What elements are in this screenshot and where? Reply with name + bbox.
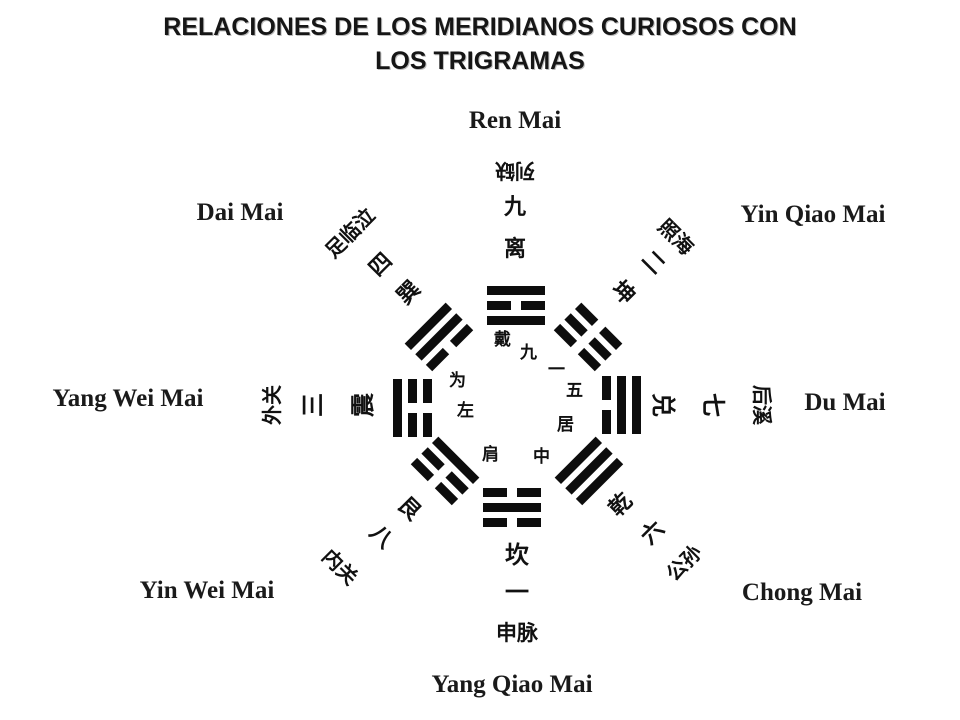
bottomright-mid-char: 六	[636, 516, 669, 549]
trigram-xun-topleft	[404, 302, 474, 372]
title-line-1: RELACIONES DE LOS MERIDIANOS CURIOSOS CO…	[163, 13, 797, 41]
title-line-2: LOS TRIGRAMAS	[375, 47, 585, 75]
ring-char: 戴	[494, 329, 511, 350]
right-outer-chars: 后溪	[750, 385, 774, 426]
meridian-labels: Ren Mai Dai Mai Yin Qiao Mai Yang Wei Ma…	[53, 107, 886, 698]
ring-char: 居	[557, 415, 574, 435]
label-chong-mai: Chong Mai	[742, 579, 862, 606]
left-outer-chars: 外关	[260, 385, 284, 425]
label-ren-mai: Ren Mai	[469, 107, 561, 134]
bottomleft-mid-char: 八	[364, 520, 398, 554]
trigrams	[393, 286, 641, 527]
spoke-characters: 离 九 列缺 坎 一 申脉 兑 七 后溪 震 三 外关 巽 四 足临泣 坤 二 …	[260, 159, 774, 645]
trigram-kun-topright	[553, 302, 623, 372]
right-inner-char: 兑	[649, 393, 677, 417]
top-mid-char: 九	[503, 195, 526, 220]
top-inner-char: 离	[504, 236, 526, 262]
trigram-dui-right	[602, 376, 641, 434]
trigram-gen-bottomleft	[410, 436, 480, 506]
trigram-qian-bottomright	[554, 436, 624, 506]
left-inner-char: 震	[349, 392, 377, 417]
bottomright-inner-char: 乾	[604, 488, 638, 522]
label-du-mai: Du Mai	[804, 389, 885, 416]
label-yang-wei-mai: Yang Wei Mai	[53, 385, 204, 412]
ring-char: 为	[449, 370, 466, 391]
top-outer-chars: 列缺	[494, 159, 535, 183]
page-title: RELACIONES DE LOS MERIDIANOS CURIOSOS CO…	[0, 10, 960, 78]
ring-char: 左	[457, 400, 474, 421]
label-yin-wei-mai: Yin Wei Mai	[140, 577, 275, 604]
bottom-outer-chars: 申脉	[496, 621, 539, 645]
bottomleft-outer-chars: 内关	[317, 544, 362, 589]
center-ring: 戴 九 一 五 居 中 肩 左 为	[449, 329, 583, 467]
label-dai-mai: Dai Mai	[197, 199, 284, 226]
topleft-inner-char: 巽	[392, 276, 425, 309]
trigram-zhen-left	[393, 379, 432, 437]
left-mid-char: 三	[299, 393, 327, 417]
topleft-mid-char: 四	[364, 248, 397, 281]
label-yin-qiao-mai: Yin Qiao Mai	[741, 201, 886, 228]
ring-char: 九	[519, 343, 537, 363]
label-yang-qiao-mai: Yang Qiao Mai	[431, 671, 592, 698]
bottomright-outer-chars: 公孙	[661, 540, 706, 585]
trigram-li-top	[487, 286, 545, 325]
ring-char: 五	[566, 381, 583, 401]
ring-char: 中	[533, 446, 550, 467]
topright-inner-char: 坤	[606, 276, 639, 309]
topleft-outer-chars: 足临泣	[320, 203, 379, 262]
bottom-mid-char: 一	[505, 578, 529, 606]
topright-mid-char: 二	[636, 246, 669, 279]
bottomleft-inner-char: 艮	[392, 492, 426, 526]
ring-char: 肩	[482, 444, 499, 465]
trigram-kan-bottom	[483, 488, 541, 527]
bottom-inner-char: 坎	[505, 541, 529, 569]
right-mid-char: 七	[699, 393, 727, 417]
ring-char: 一	[548, 360, 565, 380]
